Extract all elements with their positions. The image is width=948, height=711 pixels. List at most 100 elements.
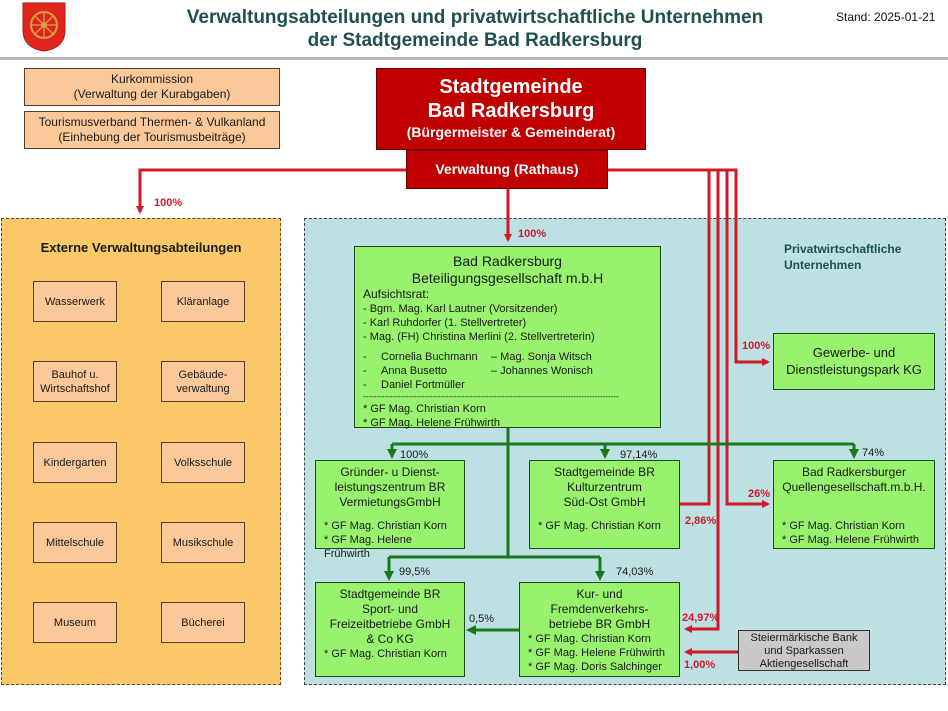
members-grid: -Cornelia Buchmann -Anna Busetto -Daniel… [363, 350, 652, 392]
sport-name: Stadtgemeinde BR [339, 587, 441, 601]
beteiligung-name-2: Beteiligungsgesellschaft m.b.H [411, 270, 604, 286]
beteiligung-box: Bad Radkersburg Beteiligungsgesellschaft… [354, 246, 661, 429]
kulturzentrum-share: 97,14% [620, 449, 658, 461]
bank-box: Steiermärkische Bank und Sparkassen Akti… [738, 630, 870, 671]
separator: ----------------------------------------… [363, 392, 619, 401]
gruender-box: Gründer- u Dienst- leistungszentrum BR V… [315, 460, 465, 560]
gemeinde-line-3: (Bürgermeister & Gemeinderat) [406, 124, 616, 140]
dept-buecherei: Bücherei [161, 602, 245, 643]
member: – Mag. Sonja Witsch [491, 351, 592, 363]
dept-museum: Museum [33, 602, 117, 643]
gewerbepark-name: Gewerbe- und [812, 345, 896, 360]
gf-line: * GF Mag. Helene Frühwirth [528, 647, 665, 659]
coat-of-arms-icon [22, 2, 66, 52]
kur-box: Kur- und Fremdenverkehrs- betriebe BR Gm… [519, 582, 680, 677]
quellen-share: 74% [862, 447, 885, 459]
gemeinde-line-1: Stadtgemeinde [439, 76, 583, 98]
tourismusverband-subtitle: (Einhebung der Tourismusbeiträge) [58, 130, 246, 144]
sport-box: Stadtgemeinde BR Sport- und Freizeitbetr… [315, 582, 465, 677]
kurkommission-title: Kurkommission [110, 72, 194, 86]
header-divider [0, 57, 948, 60]
gf-line: * GF Mag. Helene Frühwirth [363, 417, 500, 429]
gemeinde-line-2: Bad Radkersburg [427, 100, 595, 122]
sport-name: & Co KG [366, 632, 414, 646]
title-line-2: der Stadtgemeinde Bad Radkersburg [307, 30, 643, 51]
member: -Anna Busetto [363, 365, 448, 377]
dept-label: Volksschule [173, 456, 233, 469]
dept-label: Wasserwerk [44, 295, 106, 308]
kulturzentrum-name: Stadtgemeinde BR [554, 465, 655, 479]
kur-gemeinde-share: 24,97% [682, 612, 720, 624]
stand-date: Stand: 2025-01-21 [836, 10, 936, 24]
gruender-share: 100% [400, 449, 429, 461]
beteiligung-name-1: Bad Radkersburg [453, 253, 562, 269]
kulturzentrum-box: Stadtgemeinde BR Kulturzentrum Süd-Ost G… [529, 460, 680, 549]
member: -Cornelia Buchmann [363, 351, 478, 363]
kulturzentrum-name: Süd-Ost GmbH [563, 495, 646, 509]
sport-share: 99,5% [399, 566, 431, 578]
dept-bauhof: Bauhof u.Wirtschaftshof [33, 361, 117, 402]
dept-kindergarten: Kindergarten [33, 442, 117, 483]
gf-line: * GF Mag. Christian Korn [324, 648, 447, 660]
tourismusverband-title: Tourismusverband Thermen- & Vulkanland [38, 115, 266, 129]
dept-label: Gebäude- [178, 368, 228, 381]
dept-volksschule: Volksschule [161, 442, 245, 483]
private-title-line-1: Privatwirtschaftliche [784, 242, 902, 256]
dept-musikschule: Musikschule [161, 522, 245, 563]
beteiligung-share: 100% [518, 228, 547, 240]
gewerbepark-box: Gewerbe- und Dienstleistungspark KG [773, 333, 935, 390]
gf-line: * GF Mag. Christian Korn [528, 633, 651, 645]
verwaltung-rathaus-box: Verwaltung (Rathaus) [406, 150, 608, 189]
sport-name: Freizeitbetriebe GmbH [329, 617, 451, 631]
gf-line: * GF Mag. Christian Korn [363, 403, 486, 415]
title-line-1: Verwaltungsabteilungen und privatwirtsch… [186, 7, 764, 28]
kurkommission-box: Kurkommission (Verwaltung der Kurabgaben… [24, 68, 280, 106]
kulturzentrum-name: Kulturzentrum [567, 480, 642, 494]
gf-line: * GF Mag. Christian Korn [538, 520, 661, 532]
gewerbepark-name: Dienstleistungspark KG [786, 362, 922, 377]
sport-name: Sport- und [361, 602, 419, 616]
private-title-line-2: Unternehmen [784, 258, 862, 272]
quellen-name: Quellengesellschaft.m.b.H. [782, 480, 926, 494]
gruender-name: leistungszentrum BR [334, 480, 446, 494]
gruender-name: VermietungsGmbH [339, 495, 441, 509]
kulturzentrum-gemeinde-share: 2,86% [685, 515, 717, 527]
quellen-gemeinde-share: 26% [748, 488, 771, 500]
gf-line: * GF Mag. Helene Frühwirth [782, 534, 919, 546]
kur-bank-share: 1,00% [684, 659, 716, 671]
dept-label: Bauhof u. [51, 368, 99, 381]
member: -Daniel Fortmüller [363, 379, 465, 391]
dept-mittelschule: Mittelschule [33, 522, 117, 563]
external-zone-title: Externe Verwaltungsabteilungen [40, 240, 242, 255]
kur-name: Fremdenverkehrs- [550, 602, 649, 616]
aufsichtsrat-label: Aufsichtsrat: [363, 287, 430, 301]
tourismusverband-box: Tourismusverband Thermen- & Vulkanland (… [24, 111, 280, 149]
private-zone-title: Privatwirtschaftliche Unternehmen [784, 241, 901, 273]
external-share: 100% [154, 197, 183, 209]
board-member: - Mag. (FH) Christina Merlini (2. Stellv… [363, 331, 595, 343]
dept-label: Kindergarten [43, 456, 107, 469]
gf-line: * GF Mag. Doris Salchinger [528, 661, 662, 673]
member: – Johannes Wonisch [491, 365, 593, 377]
dept-klaeranlage: Kläranlage [161, 281, 245, 322]
dept-label: Mittelschule [45, 536, 105, 549]
bank-name: Steiermärkische Bank [750, 632, 858, 644]
kur-name: betriebe BR GmbH [548, 617, 651, 631]
verwaltung-label: Verwaltung (Rathaus) [435, 161, 579, 177]
dept-label: Kläranlage [176, 295, 230, 308]
dept-label: Museum [53, 616, 97, 629]
dept-label: verwaltung [176, 382, 230, 395]
bank-name: und Sparkassen [764, 645, 844, 657]
board-member: - Bgm. Mag. Karl Lautner (Vorsitzender) [363, 303, 558, 315]
gewerbepark-share: 100% [742, 340, 771, 352]
kur-name: Kur- und [576, 587, 623, 601]
quellen-box: Bad Radkersburger Quellengesellschaft.m.… [773, 460, 935, 549]
bank-name: Aktiengesellschaft [759, 658, 849, 670]
quellen-name: Bad Radkersburger [801, 465, 907, 479]
kurkommission-subtitle: (Verwaltung der Kurabgaben) [73, 87, 231, 101]
kur-share: 74,03% [616, 566, 654, 578]
dept-label: Wirtschaftshof [40, 382, 110, 395]
dept-label: Bücherei [181, 616, 225, 629]
dept-wasserwerk: Wasserwerk [33, 281, 117, 322]
gf-line: * GF Mag. Christian Korn [324, 520, 447, 532]
